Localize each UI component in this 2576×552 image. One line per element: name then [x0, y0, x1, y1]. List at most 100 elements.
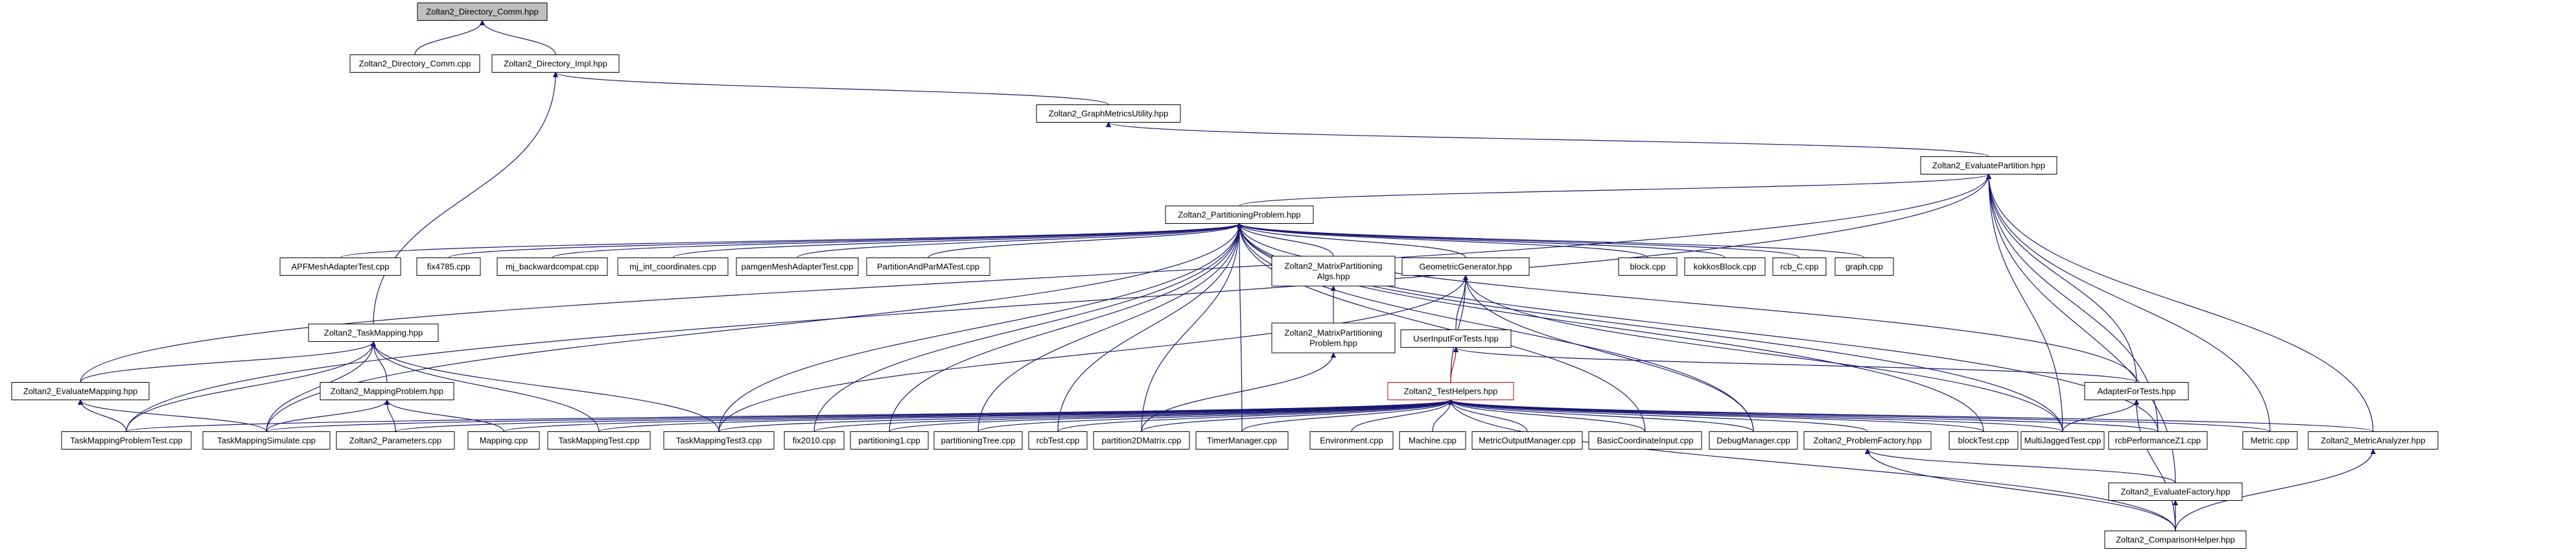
edge-dir-impl-hpp-to-dir-comm-hpp: [479, 19, 556, 55]
node-label: TimerManager.cpp: [1207, 436, 1277, 446]
node-label: Environment.cpp: [1320, 436, 1383, 446]
node-task-mapping-simulate[interactable]: TaskMappingSimulate.cpp: [202, 431, 331, 450]
node-dir-comm-hpp[interactable]: Zoltan2_Directory_Comm.hpp: [417, 3, 548, 21]
node-environment[interactable]: Environment.cpp: [1309, 431, 1394, 450]
node-mapping-problem[interactable]: Zoltan2_MappingProblem.hpp: [320, 382, 454, 400]
node-timer-manager[interactable]: TimerManager.cpp: [1195, 431, 1289, 450]
edge-matrix-partitioning-algs-to-partitioning-problem: [1236, 222, 1334, 257]
node-evaluate-mapping[interactable]: Zoltan2_EvaluateMapping.hpp: [11, 382, 150, 400]
node-kokkos-block[interactable]: kokkosBlock.cpp: [1684, 258, 1766, 276]
node-label: Problem.hpp: [1309, 339, 1357, 348]
node-block-test[interactable]: blockTest.cpp: [1949, 431, 2019, 450]
node-task-mapping-problem-test[interactable]: TaskMappingProblemTest.cpp: [61, 431, 192, 450]
edge-adapter-for-tests-to-partitioning-problem: [1236, 222, 2137, 383]
node-rcb-test[interactable]: rcbTest.cpp: [1028, 431, 1088, 450]
node-pamgen-mesh-adapter-test[interactable]: pamgenMeshAdapterTest.cpp: [736, 258, 859, 276]
node-geometric-generator[interactable]: GeometricGenerator.hpp: [1401, 258, 1530, 276]
node-box: [279, 258, 401, 276]
node-box: [784, 431, 845, 450]
node-box: [1772, 258, 1827, 276]
node-task-mapping-test3[interactable]: TaskMappingTest3.cpp: [663, 431, 775, 450]
edge-block-test-to-test-helpers: [1448, 399, 1984, 433]
node-machine[interactable]: Machine.cpp: [1399, 431, 1466, 450]
edge-fix2010-to-partitioning-problem: [814, 222, 1243, 432]
edge-comparison-helper-to-metric-analyzer: [2175, 448, 2376, 531]
node-box: [2308, 431, 2439, 450]
node-label: Zoltan2_Directory_Impl.hpp: [504, 59, 607, 69]
node-mj-backwardcompat[interactable]: mj_backwardcompat.cpp: [497, 258, 608, 276]
node-label: partitioning1.cpp: [858, 436, 920, 446]
node-adapter-for-tests[interactable]: AdapterForTests.hpp: [2084, 382, 2189, 400]
node-box: [617, 258, 729, 276]
node-parameters-cpp[interactable]: Zoltan2_Parameters.cpp: [336, 431, 455, 450]
node-basic-coordinate-input[interactable]: BasicCoordinateInput.cpp: [1588, 431, 1702, 450]
node-metric-cpp[interactable]: Metric.cpp: [2242, 431, 2298, 450]
node-test-helpers[interactable]: Zoltan2_TestHelpers.hpp: [1387, 382, 1514, 400]
node-partitioning-problem[interactable]: Zoltan2_PartitioningProblem.hpp: [1165, 206, 1314, 224]
node-label: MetricOutputManager.cpp: [1479, 436, 1576, 446]
node-rcb-c[interactable]: rcb_C.cpp: [1772, 258, 1827, 276]
edge-problem-factory-to-test-helpers: [1447, 399, 1868, 433]
node-rcb-performance-z1[interactable]: rcbPerformanceZ1.cpp: [2108, 431, 2208, 450]
node-task-mapping-test[interactable]: TaskMappingTest.cpp: [547, 431, 651, 450]
node-box: [736, 258, 859, 276]
node-graph-cpp[interactable]: graph.cpp: [1834, 258, 1894, 276]
node-fix2010[interactable]: fix2010.cpp: [784, 431, 845, 450]
edge-rcb-performance-z1-to-test-helpers: [1448, 399, 2159, 433]
edge-basic-coordinate-input-to-partitioning-problem: [1236, 222, 1646, 432]
node-comparison-helper[interactable]: Zoltan2_ComparisonHelper.hpp: [2104, 531, 2247, 549]
edge-graph-metrics-utility-to-dir-impl-hpp: [553, 71, 1109, 106]
edge-partitioning1-to-test-helpers: [889, 399, 1453, 433]
node-label: TaskMappingTest3.cpp: [676, 436, 762, 446]
node-label: partition2DMatrix.cpp: [1102, 436, 1182, 446]
node-metric-output-manager[interactable]: MetricOutputManager.cpp: [1471, 431, 1583, 450]
node-label: rcbPerformanceZ1.cpp: [2115, 436, 2201, 446]
edge-task-mapping-simulate-to-evaluate-mapping: [77, 399, 267, 432]
node-dir-comm-cpp[interactable]: Zoltan2_Directory_Comm.cpp: [349, 54, 480, 73]
edge-task-mapping-test3-to-task-mapping: [370, 341, 720, 432]
edge-partition-2d-matrix-to-matrix-partitioning-problem: [1141, 352, 1337, 432]
node-label: Zoltan2_EvaluatePartition.hpp: [1932, 161, 2045, 171]
node-label: TaskMappingTest.cpp: [558, 436, 639, 446]
node-box: [547, 431, 651, 450]
node-box: [2104, 531, 2247, 549]
edge-task-mapping-test3-to-partitioning-problem: [718, 222, 1243, 432]
edge-partition-2d-matrix-to-partitioning-problem: [1141, 222, 1243, 432]
node-partitioning-tree[interactable]: partitioningTree.cpp: [933, 431, 1023, 450]
edge-task-mapping-test3-to-test-helpers: [718, 399, 1453, 433]
node-partition-2d-matrix[interactable]: partition2DMatrix.cpp: [1093, 431, 1190, 450]
node-metric-analyzer[interactable]: Zoltan2_MetricAnalyzer.hpp: [2308, 431, 2439, 450]
node-evaluate-partition[interactable]: Zoltan2_EvaluatePartition.hpp: [1920, 156, 2057, 174]
node-debug-manager[interactable]: DebugManager.cpp: [1709, 431, 1798, 450]
edge-task-mapping-test-to-task-mapping: [370, 341, 600, 432]
node-box: [1920, 156, 2057, 174]
node-graph-metrics-utility[interactable]: Zoltan2_GraphMetricsUtility.hpp: [1036, 104, 1181, 123]
node-problem-factory[interactable]: Zoltan2_ProblemFactory.hpp: [1803, 431, 1932, 450]
node-multi-jagged-test[interactable]: MultiJaggedTest.cpp: [2020, 431, 2105, 450]
node-fix4785[interactable]: fix4785.cpp: [416, 258, 481, 276]
node-box: [933, 431, 1023, 450]
node-mapping-cpp[interactable]: Mapping.cpp: [467, 431, 540, 450]
edge-mj-int-coordinates-to-partitioning-problem: [672, 222, 1242, 259]
node-box: [11, 382, 150, 400]
node-partitioning1[interactable]: partitioning1.cpp: [850, 431, 929, 450]
node-user-input-for-tests[interactable]: UserInputForTests.hpp: [1400, 330, 1512, 348]
edge-comparison-helper-to-adapter-for-tests: [2133, 399, 2176, 531]
node-box: [1036, 104, 1181, 123]
node-block-cpp[interactable]: block.cpp: [1618, 258, 1678, 276]
edge-partition-2d-matrix-to-test-helpers: [1141, 399, 1454, 433]
node-task-mapping[interactable]: Zoltan2_TaskMapping.hpp: [308, 324, 439, 342]
node-label: block.cpp: [1630, 262, 1666, 272]
node-box: [1399, 431, 1466, 450]
node-partition-and-parma-test[interactable]: PartitionAndParMATest.cpp: [866, 258, 990, 276]
edge-evaluate-factory-to-problem-factory: [1864, 448, 2176, 484]
node-label: fix4785.cpp: [427, 262, 471, 272]
node-dir-impl-hpp[interactable]: Zoltan2_Directory_Impl.hpp: [491, 54, 620, 73]
node-evaluate-factory[interactable]: Zoltan2_EvaluateFactory.hpp: [2108, 483, 2243, 501]
node-apf-mesh-adapter-test[interactable]: APFMeshAdapterTest.cpp: [279, 258, 401, 276]
node-box: [1803, 431, 1932, 450]
node-mj-int-coordinates[interactable]: mj_int_coordinates.cpp: [617, 258, 729, 276]
edge-task-mapping-simulate-to-mapping-problem: [266, 399, 390, 432]
